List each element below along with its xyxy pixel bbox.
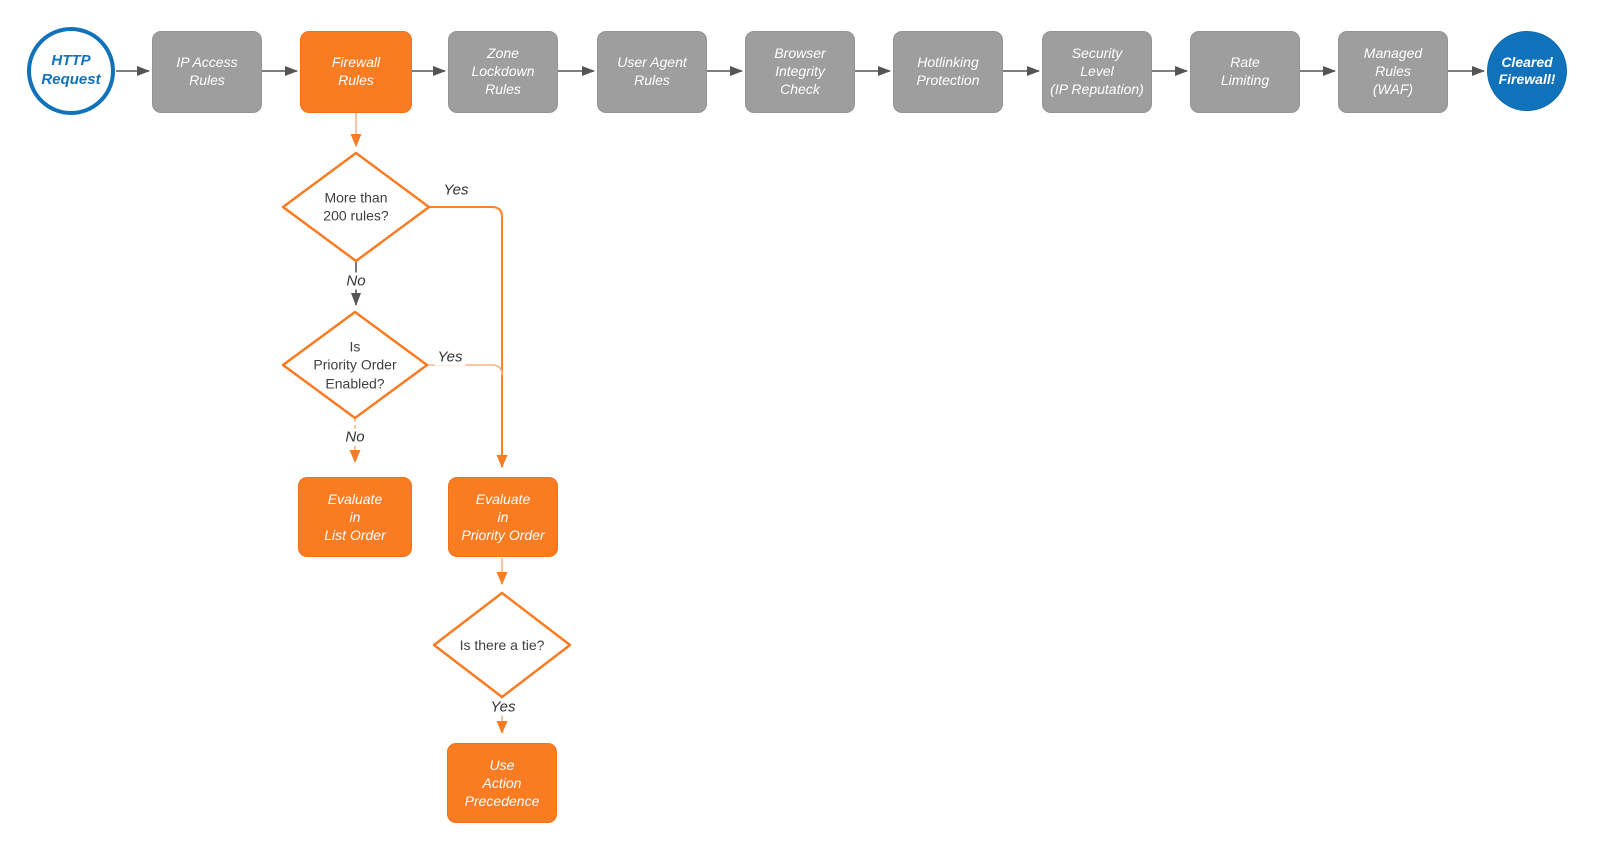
edge-label-decision-2-no: No <box>342 428 368 446</box>
decision-1-diamond <box>281 151 431 263</box>
step-rate-limiting: Rate Limiting <box>1190 31 1300 113</box>
edge-label-decision-1-no: No <box>343 272 369 290</box>
outcome-evaluate-in-priority-order: Evaluate in Priority Order <box>448 477 558 557</box>
step-hotlinking-protection: Hotlinking Protection <box>893 31 1003 113</box>
outcome-use-action-precedence: Use Action Precedence <box>447 743 557 823</box>
step-ip-access-rules: IP Access Rules <box>152 31 262 113</box>
decision-3-diamond <box>432 591 572 699</box>
decision-1-label: More than 200 rules? <box>323 189 389 224</box>
step-browser-integrity-check: Browser Integrity Check <box>745 31 855 113</box>
decision-2-label: Is Priority Order Enabled? <box>313 338 397 392</box>
end-node-cleared-firewall: Cleared Firewall! <box>1487 31 1567 111</box>
decision-2-diamond <box>281 310 429 420</box>
step-security-level: Security Level (IP Reputation) <box>1042 31 1152 113</box>
step-user-agent-rules: User Agent Rules <box>597 31 707 113</box>
edge-label-decision-3-yes: Yes <box>487 698 519 716</box>
edge-label-decision-2-yes: Yes <box>434 348 466 366</box>
decision-3-label: Is there a tie? <box>459 636 545 653</box>
arrow-decision-1-yes-to-priority-order <box>429 206 508 468</box>
step-managed-rules-waf: Managed Rules (WAF) <box>1338 31 1448 113</box>
outcome-evaluate-in-list-order: Evaluate in List Order <box>298 477 412 557</box>
start-node-http-request: HTTP Request <box>27 27 115 115</box>
step-firewall-rules: Firewall Rules <box>300 31 412 113</box>
arrow-decision-2-yes-join <box>427 364 503 376</box>
step-zone-lockdown-rules: Zone Lockdown Rules <box>448 31 558 113</box>
edge-label-decision-1-yes: Yes <box>440 181 472 199</box>
